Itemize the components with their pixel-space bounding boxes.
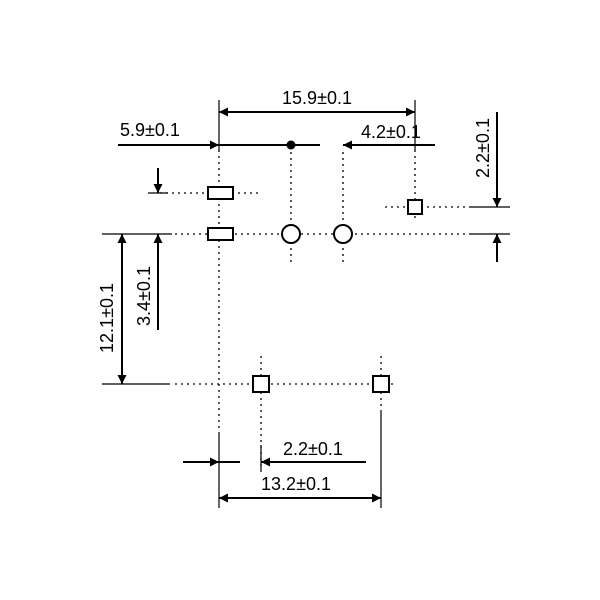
dimension-15-9: 15.9±0.1 (219, 88, 415, 117)
hole-2 (333, 224, 353, 244)
pad-slot-top-left (207, 186, 234, 200)
dimension-label-2-2-bottom: 2.2±0.1 (283, 439, 343, 459)
dimension-13-2: 13.2±0.1 (219, 474, 381, 503)
pad-slot-middle-left (207, 227, 234, 241)
dimension-label-3-4: 3.4±0.1 (134, 266, 154, 326)
dimension-5-9-and-4-2: 5.9±0.1 4.2±0.1 (118, 120, 435, 150)
dimension-2-2-bottom: 2.2±0.1 (183, 439, 366, 467)
center-lines (160, 150, 470, 468)
pad-square-right (407, 199, 423, 215)
dimension-label-5-9: 5.9±0.1 (120, 120, 180, 140)
dimension-label-4-2: 4.2±0.1 (361, 122, 421, 142)
dimension-label-13-2: 13.2±0.1 (261, 474, 331, 494)
dimension-2-2-right: 2.2±0.1 (473, 112, 502, 262)
dimension-label-2-2-right: 2.2±0.1 (473, 118, 493, 178)
hole-1 (281, 224, 301, 244)
pad-square-bottom-right (372, 375, 390, 393)
dimension-reference-dot (286, 140, 296, 150)
footprint-features (207, 186, 423, 393)
dimension-3-4: 3.4±0.1 (134, 168, 163, 330)
dimension-12-1: 12.1±0.1 (97, 234, 127, 384)
pad-square-bottom-left (252, 375, 270, 393)
dimension-label-12-1: 12.1±0.1 (97, 283, 117, 353)
dimension-label-15-9: 15.9±0.1 (282, 88, 352, 108)
